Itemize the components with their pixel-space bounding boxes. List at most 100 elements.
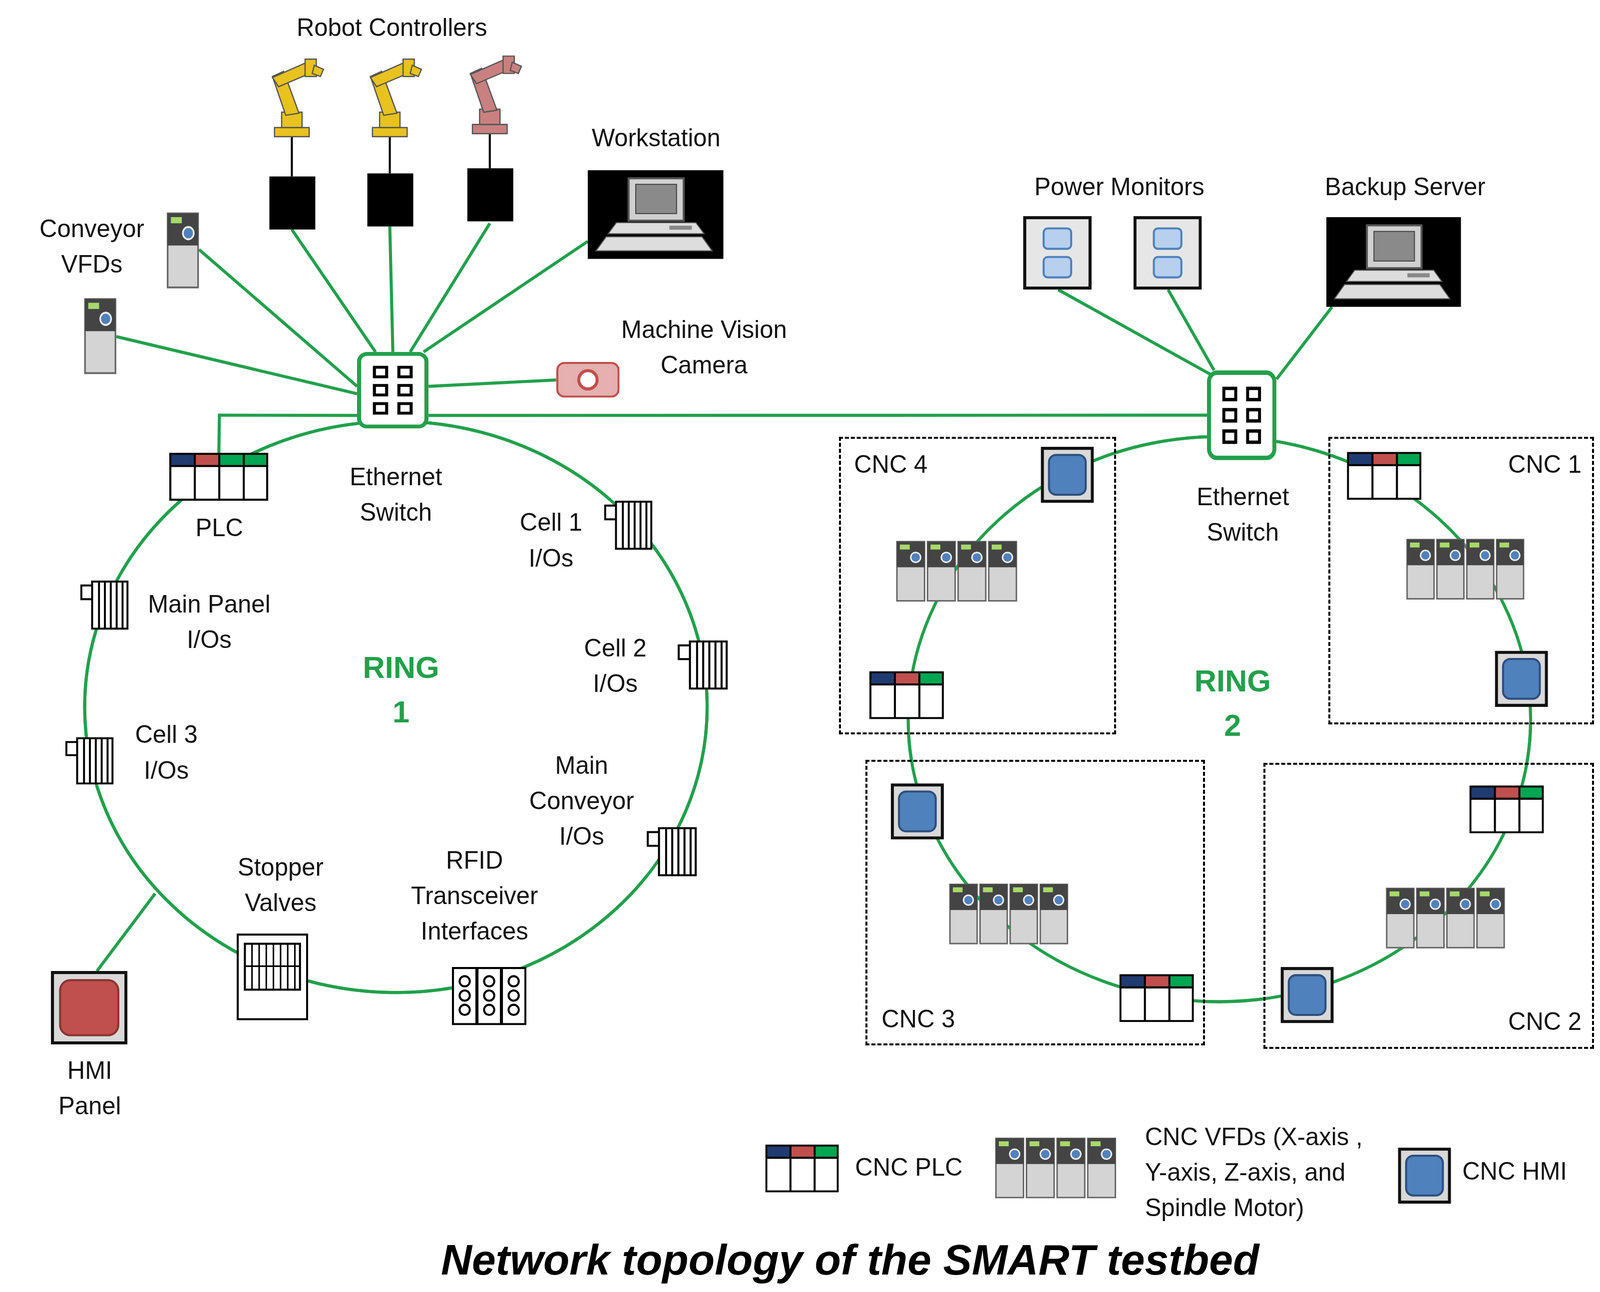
backup-server-symbol [1326, 217, 1462, 308]
cnc-plc [1347, 452, 1421, 499]
robot-cable [389, 135, 392, 174]
cnc-group: CNC 4 [838, 436, 1117, 736]
node-label: RFID Transceiver Interfaces [405, 842, 544, 950]
rfid-interface-symbol [452, 968, 526, 1025]
cnc-plc [1120, 975, 1194, 1022]
power-monitor-icon [1023, 216, 1202, 290]
power-monitor: Power Monitors [1023, 216, 1202, 290]
backup-server: Backup Server [1326, 217, 1462, 308]
vision-camera-icon [556, 362, 620, 399]
node-label: Ethernet Switch [1191, 479, 1295, 551]
plc-icon [169, 452, 269, 501]
power-monitor-symbol [1135, 217, 1201, 289]
io-module-symbol [678, 641, 727, 689]
io-module-icon [78, 579, 130, 631]
power-monitor-symbol [1025, 217, 1091, 289]
network-link [1205, 999, 1263, 1003]
cnc-vfd [949, 884, 1068, 944]
cnc-group: CNC 2 [1263, 763, 1595, 1049]
io-module-symbol [604, 501, 651, 549]
valve-block-symbol [237, 934, 308, 1020]
network-link [291, 229, 376, 353]
ring-line [908, 436, 1531, 1003]
conveyor-vfd-symbol [84, 299, 116, 374]
network-link [218, 415, 358, 454]
network-link [679, 691, 708, 826]
network-link [390, 226, 394, 353]
network-link [84, 631, 97, 737]
node-label: Cell 2 I/Os [576, 630, 655, 702]
conveyor-vfd: Conveyor VFDs [83, 212, 200, 375]
backup-server-icon [1326, 217, 1462, 308]
robot-controller [467, 168, 514, 222]
valve-block-icon [236, 933, 309, 1021]
robot-cable [290, 135, 293, 177]
cnc-hmi [1496, 652, 1547, 706]
io-module-icon [675, 639, 729, 691]
cnc-hmi [892, 785, 943, 838]
node-label: Ethernet Switch [344, 459, 448, 531]
node-label: Cell 1 I/Os [511, 504, 591, 576]
robot-controller [269, 176, 316, 230]
node-label: Conveyor VFDs [35, 211, 149, 283]
cnc-plc [870, 672, 943, 719]
ethernet-switch: Ethernet Switch [1206, 370, 1277, 461]
network-link [1058, 289, 1213, 376]
node-label: Workstation [591, 120, 721, 156]
cnc-vfd [1407, 539, 1524, 600]
ethernet-switch-symbol [1208, 372, 1275, 458]
cnc-group: CNC 3 [865, 760, 1205, 1046]
ethernet-switch: Ethernet Switch [357, 352, 429, 429]
robot-arm [470, 55, 522, 134]
cnc-vfd [896, 541, 1017, 602]
network-link [96, 786, 237, 953]
network-link [428, 413, 1207, 418]
cnc-vfd [995, 1138, 1116, 1199]
network-link [96, 893, 155, 972]
node-label: CNC 2 [1508, 1004, 1582, 1040]
io-module: Cell 1 I/Os [602, 499, 654, 551]
workstation: Workstation [587, 170, 724, 260]
legend-text: CNC HMI [1462, 1154, 1568, 1190]
io-module-symbol [648, 828, 697, 876]
network-link [308, 981, 452, 993]
io-module: Cell 2 I/Os [675, 639, 729, 691]
network-link [653, 546, 699, 640]
io-module-symbol [66, 738, 113, 785]
robot-arm [370, 59, 422, 137]
node-label: Stopper Valves [231, 849, 330, 921]
vision-camera-symbol [557, 363, 619, 397]
io-module-symbol [81, 581, 128, 629]
node-label: Main Panel I/Os [144, 586, 275, 658]
network-link [1527, 725, 1531, 764]
io-module: Main Conveyor I/Os [644, 826, 698, 878]
plc: PLC [169, 452, 269, 501]
network-link [423, 241, 588, 353]
rfid-interface-icon [451, 967, 527, 1026]
node-label: Main Conveyor I/Os [526, 748, 637, 855]
robot-cable [488, 132, 491, 169]
io-module: Cell 3 I/Os [63, 736, 115, 786]
cnc-hmi [1281, 968, 1332, 1022]
legend-text: CNC VFDs (X-axis , Y-axis, Z-axis, and S… [1145, 1119, 1376, 1226]
node-label: CNC 1 [1508, 446, 1582, 483]
cnc-hmi [1042, 448, 1093, 502]
hmi-panel: HMI Panel [50, 971, 128, 1045]
workstation-symbol [587, 170, 724, 260]
node-label: Backup Server [1324, 169, 1486, 205]
node-label: Power Monitors [1034, 169, 1205, 205]
network-link [117, 500, 181, 579]
workstation-icon [587, 170, 724, 260]
conveyor-vfd-symbol [167, 213, 198, 288]
cnc-plc [766, 1146, 838, 1193]
network-link [254, 423, 358, 453]
network-link [1276, 307, 1332, 380]
cnc-vfd [1386, 888, 1505, 949]
network-link [198, 249, 358, 387]
network-link [1116, 436, 1207, 453]
caption: Network topology of the SMART testbed [440, 1234, 1259, 1286]
robot-controller [367, 173, 414, 227]
node-label: Cell 3 I/Os [127, 717, 206, 789]
network-link [1276, 441, 1329, 455]
